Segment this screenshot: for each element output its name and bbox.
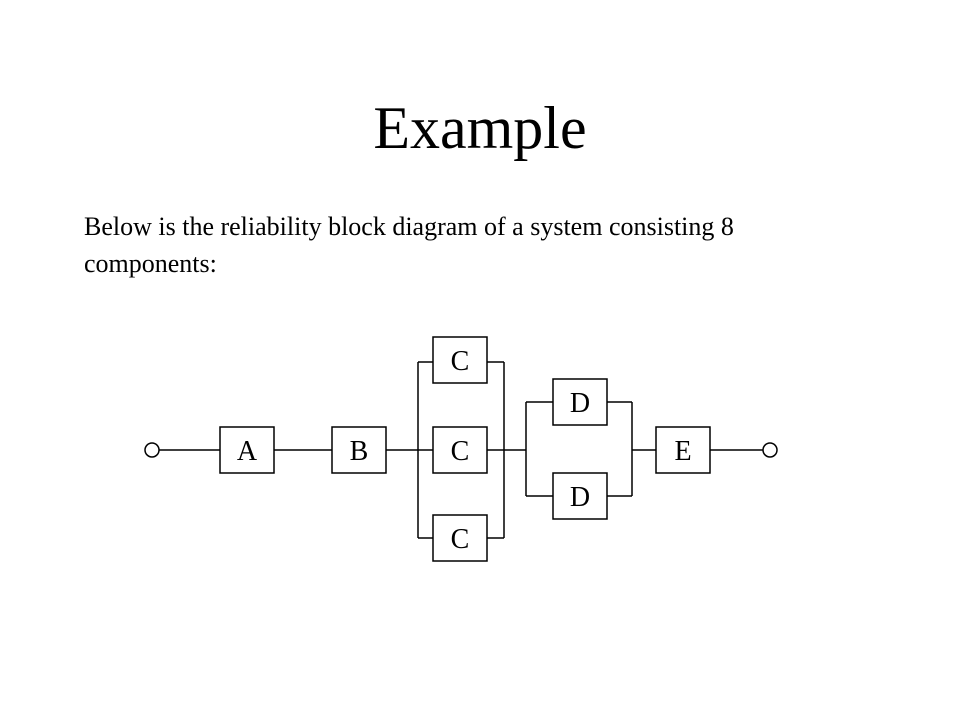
block-d-bottom	[552, 472, 608, 520]
intro-line-2: components:	[84, 249, 217, 278]
block-c-middle	[432, 426, 488, 474]
slide-title: Example	[373, 95, 587, 161]
block-c-top-label: C	[451, 346, 470, 377]
block-d-bottom-label: D	[570, 482, 590, 513]
block-e	[655, 426, 711, 474]
block-c-bottom	[432, 514, 488, 562]
block-a	[219, 426, 275, 474]
block-b-label: B	[350, 436, 369, 467]
block-a-label: A	[237, 436, 258, 467]
intro-text: Below is the reliability block diagram o…	[84, 208, 884, 282]
block-c-bottom-label: C	[451, 524, 470, 555]
output-terminal	[762, 442, 778, 458]
block-d-top-label: D	[570, 388, 590, 419]
block-d-top	[552, 378, 608, 426]
block-b	[331, 426, 387, 474]
block-c-middle-label: C	[451, 436, 470, 467]
input-terminal	[144, 442, 160, 458]
block-c-top	[432, 336, 488, 384]
block-e-label: E	[674, 436, 691, 467]
intro-line-1: Below is the reliability block diagram o…	[84, 212, 734, 241]
